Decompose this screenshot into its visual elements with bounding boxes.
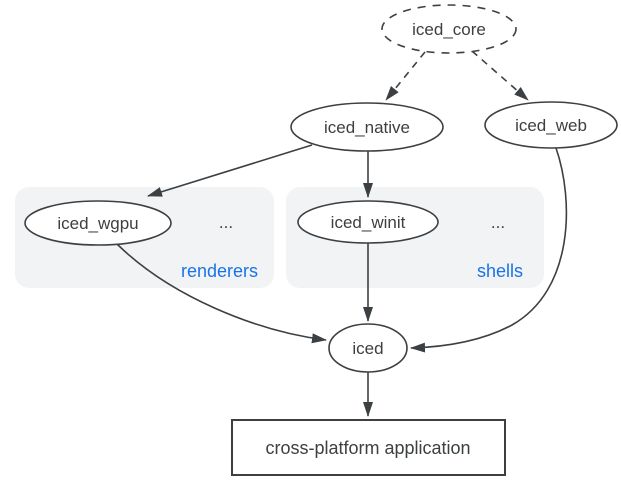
node-iced-winit [297,200,439,244]
shells-ellipsis: ... [491,213,505,232]
node-iced [328,323,408,373]
node-iced-label: iced [352,339,383,358]
node-iced-native-label: iced_native [324,118,410,137]
edge-native-to-wgpu [147,144,313,197]
node-cross-platform-application [231,419,506,476]
edge-core-to-web [471,50,529,101]
node-iced-native [290,102,444,152]
node-iced-wgpu-label: iced_wgpu [57,214,138,233]
edge-web-to-iced [410,147,568,353]
node-iced-wgpu [24,200,172,246]
node-iced-core [381,4,517,54]
shells-group-label: shells [477,261,523,281]
node-iced-web-label: iced_web [515,116,587,135]
renderers-group-label: renderers [181,261,258,281]
node-iced-web [484,101,618,149]
edge-core-to-native [385,51,426,101]
node-iced-core-label: iced_core [412,20,486,39]
node-iced-winit-label: iced_winit [331,213,406,232]
node-cross-platform-application-label: cross-platform application [265,438,470,458]
renderers-ellipsis: ... [219,213,233,232]
edge-wgpu-to-iced [116,243,327,344]
